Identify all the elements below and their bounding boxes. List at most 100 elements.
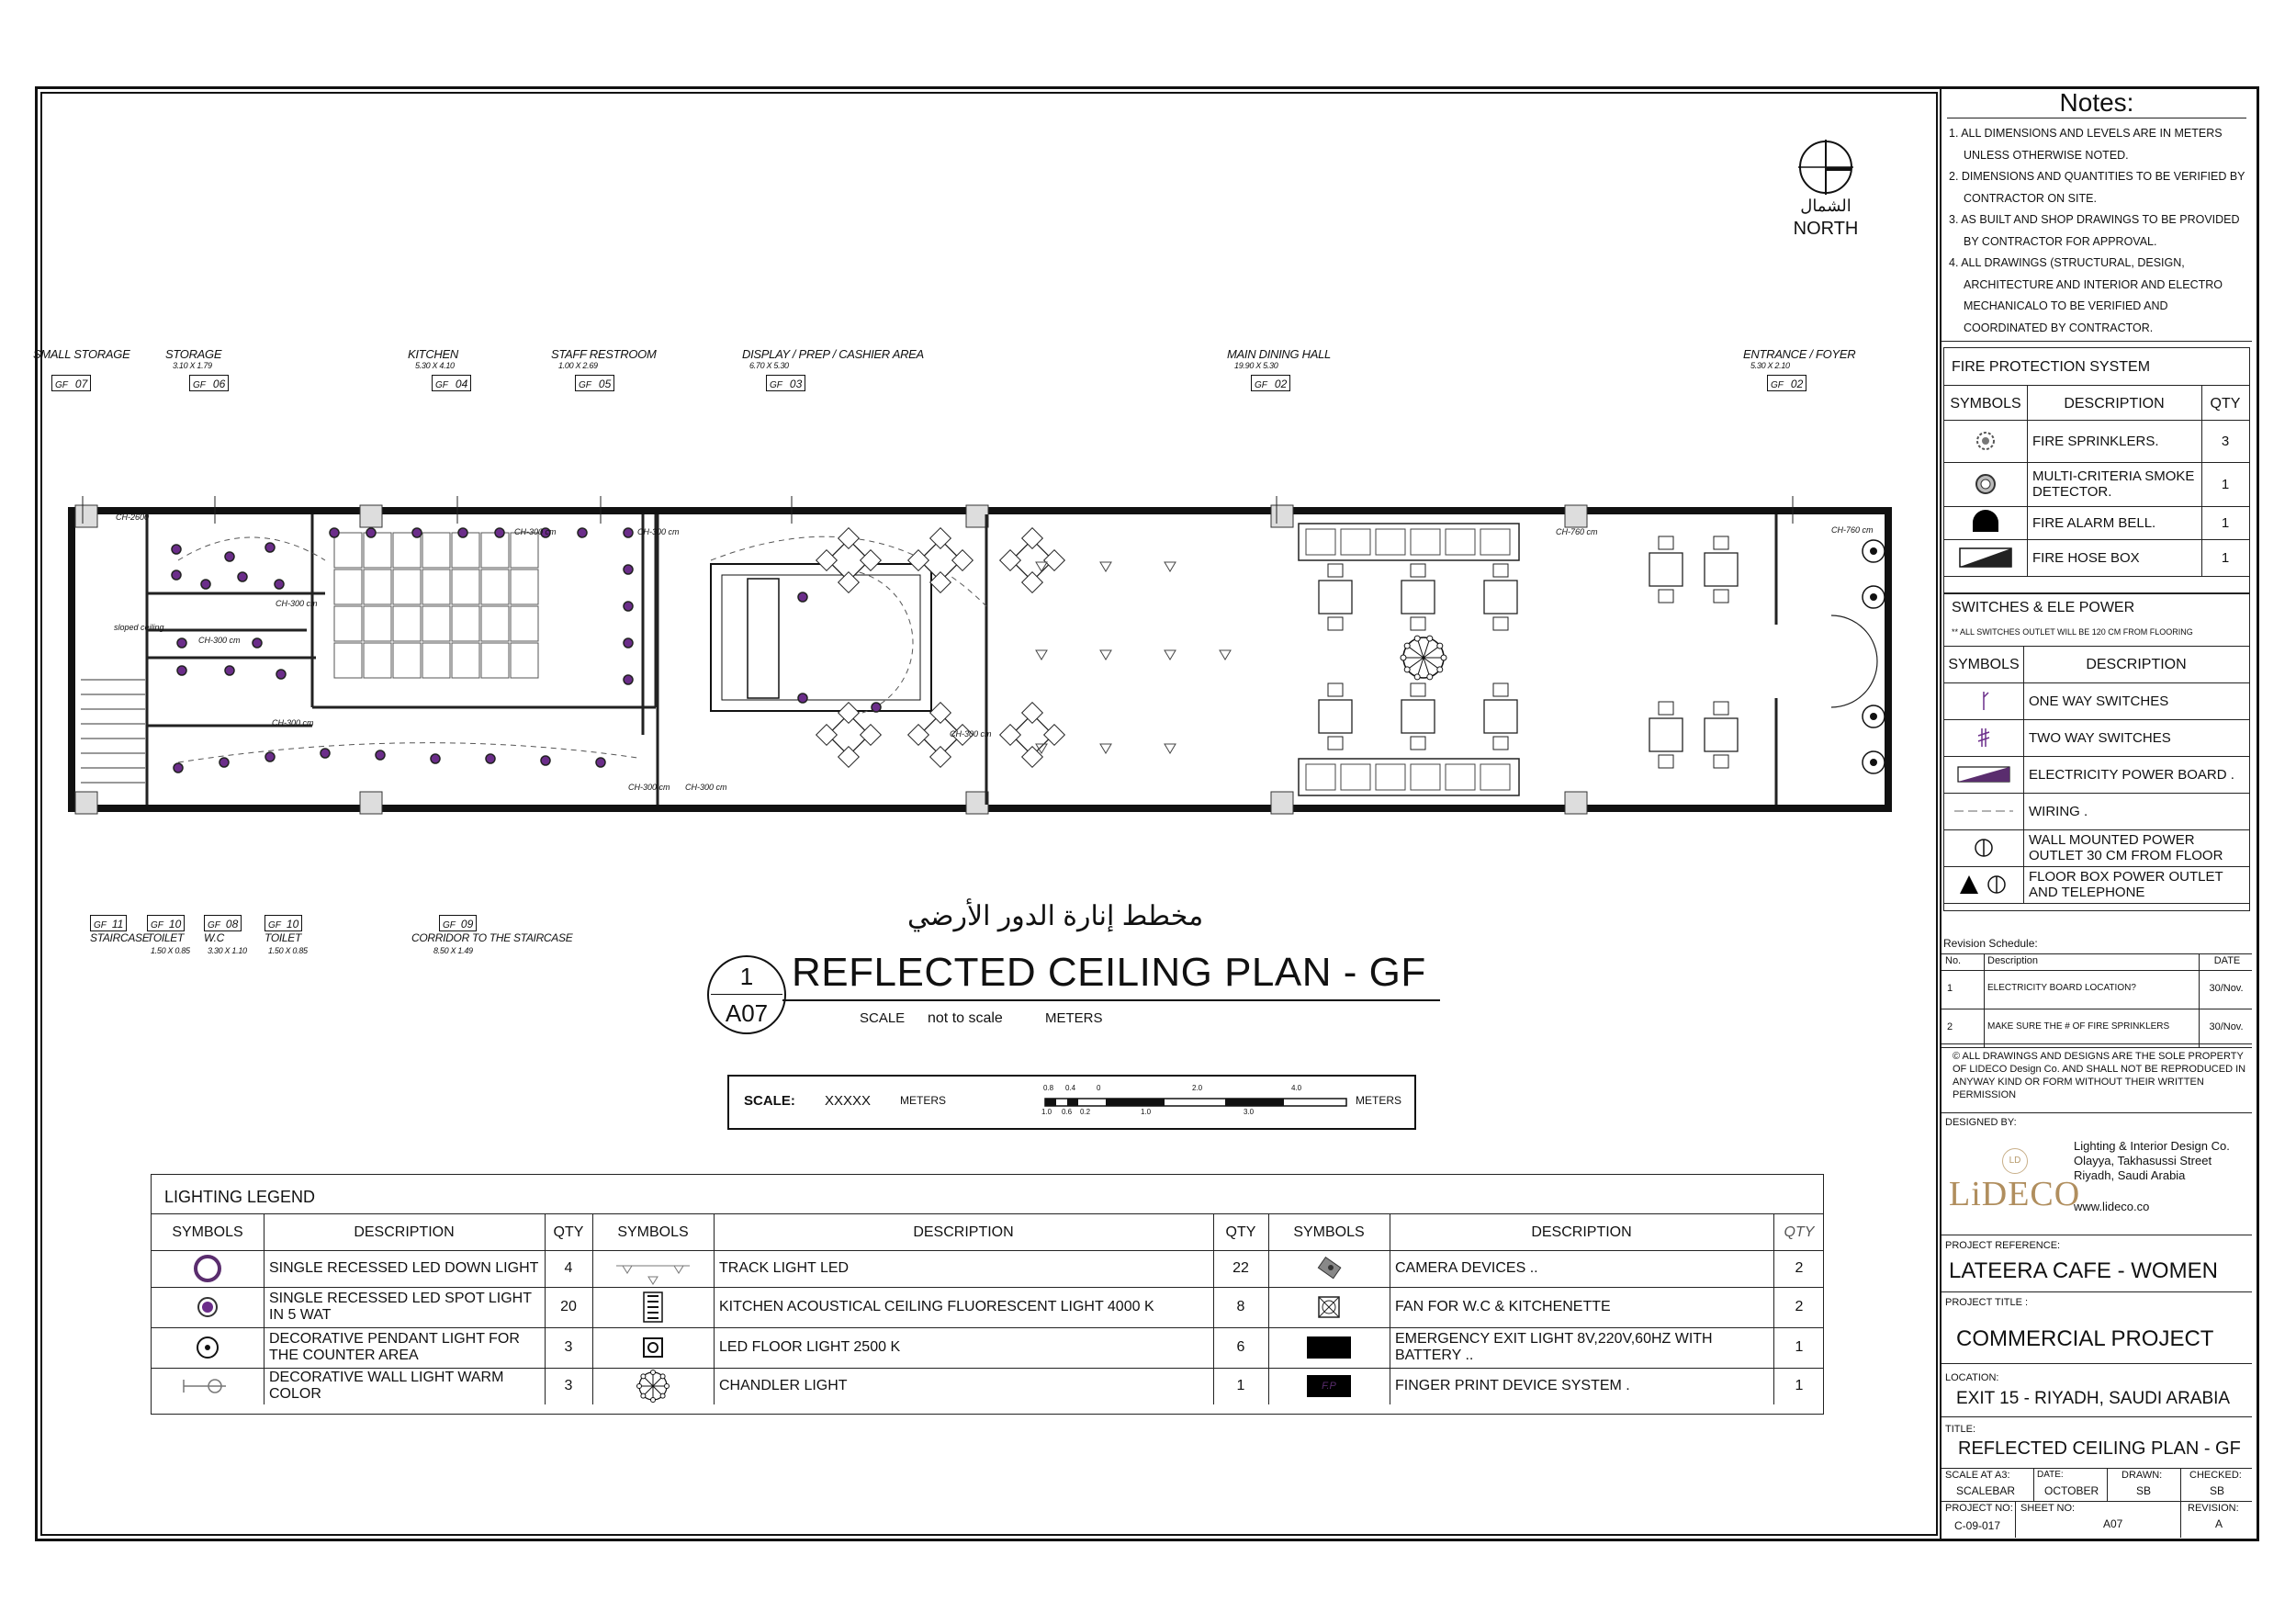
lighting-symbol [592,1250,714,1287]
wiring-path [177,742,638,763]
table-rule [1944,903,2249,904]
floor-light-icon [643,1337,663,1358]
table-rule [152,1287,1823,1288]
revision-no: 2 [1947,1021,1953,1032]
alarm-bell-icon [1973,510,1998,532]
spot-light-icon [274,579,285,590]
ceiling-level: CH-300 cm [637,527,680,536]
title-label: TITLE: [1945,1424,1976,1435]
room-tag-num: 02 [1790,378,1804,390]
spot-light-icon [457,527,468,538]
lighting-symbol [152,1327,264,1368]
spot-light-icon [430,753,441,764]
loc-label: LOCATION: [1945,1372,1999,1383]
spot-light-icon [329,527,340,538]
note-line: 2. DIMENSIONS AND QUANTITIES TO BE VERIF… [1949,170,2245,183]
spot-light-icon [375,750,386,761]
designer-box: DESIGNED BY: LD LiDECO Lighting & Interi… [1941,1113,2252,1235]
drawing-title: TITLE: REFLECTED CEILING PLAN - GF [1941,1418,2252,1469]
note-line: 3. AS BUILT AND SHOP DRAWINGS TO BE PROV… [1949,213,2240,226]
scalebar-unit: METERS [900,1094,947,1107]
title-value: REFLECTED CEILING PLAN - GF [1958,1438,2241,1459]
spot-light-icon [577,527,588,538]
plan-title-bubble: 1 A07 [707,955,786,1034]
lighting-symbol [592,1327,714,1368]
room-name: TOILET [264,931,301,944]
pendant-light-icon [197,1336,219,1359]
table-rule [1941,953,2252,954]
switch-symbol [1944,793,2023,829]
lighting-qty: 6 [1236,1339,1245,1355]
fan-icon [1318,1296,1340,1318]
fire-qty: 1 [2221,549,2230,566]
room-name: STORAGE [165,347,222,361]
lighting-symbol [1268,1287,1390,1327]
spot-light-icon [411,527,422,538]
room-tag-num: 06 [212,378,226,390]
lighting-header: QTY [1225,1224,1256,1240]
wall [1885,507,1892,812]
spot-light-icon [366,527,377,538]
room-name: CORRIDOR TO THE STAIRCASE [411,931,573,944]
note-line: UNLESS OTHERWISE NOTED. [1964,148,2129,162]
spot-light-icon [540,755,551,766]
lighting-qty: 2 [1795,1260,1804,1276]
scalebar-tick: 0.4 [1065,1084,1076,1092]
ceiling-level: CH-300 cm [276,599,318,608]
ceiling-level: CH-760 cm [1831,525,1874,535]
lighting-desc: KITCHEN ACOUSTICAL CEILING FLUORESCENT L… [719,1299,1154,1314]
scalebar-unit-right: METERS [1356,1094,1402,1107]
scalebar-label: SCALE: [744,1093,795,1109]
spot-light-icon [540,527,551,538]
plan-arabic-title: مخطط إنارة الدور الأرضي [907,901,1204,931]
lighting-symbol [1268,1250,1390,1287]
switch-desc: FLOOR BOX POWER OUTLET AND TELEPHONE [2029,869,2223,900]
table-rule [1944,866,2249,867]
wall [68,507,75,812]
spot-light-icon [264,751,276,762]
lighting-qty: 20 [560,1299,577,1314]
room-dim: 6.70 x 5.30 [749,361,789,370]
column [965,791,989,815]
scalebar-graphic [1044,1098,1347,1107]
note-line: CONTRACTOR ON SITE. [1964,191,2097,205]
switches-section: SWITCHES & ELE POWER ** ALL SWITCHES OUT… [1943,593,2250,911]
note-line: MECHANICALO TO BE VERIFIED AND [1964,299,2168,312]
lighting-qty: 3 [564,1339,573,1355]
spot-light-icon [623,527,634,538]
lighting-symbol [152,1250,264,1287]
room-tag-code: GF [208,920,220,930]
scalebar-tick: 0.2 [1080,1108,1091,1116]
room-dim: 5.30 x 2.10 [1750,361,1790,370]
project-reference: PROJECT REFERENCE: LATEERA CAFE - WOMEN [1941,1236,2252,1292]
table-rule [2023,646,2024,903]
room-tag-code: GF [435,380,448,390]
spot-light-icon [623,637,634,648]
room-tag-code: GF [193,380,206,390]
fire-desc: FIRE SPRINKLERS. [2032,433,2159,449]
switch-desc: ONE WAY SWITCHES [2029,693,2169,709]
fire-symbol [1944,506,2027,539]
rev-label: REVISION: [2188,1503,2239,1514]
fluorescent-light-icon [643,1291,663,1323]
switch-symbol [1944,829,2023,866]
lighting-symbol [592,1287,714,1327]
revision-no: 1 [1947,983,1953,994]
door-swing [1830,660,1878,708]
ceiling-level: CH-300 cm [685,783,727,792]
spot-light-icon [224,551,235,562]
room-name: TOILET [147,931,184,944]
switch-symbol [1944,682,2023,719]
column [1270,504,1294,528]
room-name: ENTRANCE / FOYER [1743,347,1856,361]
scalebar-tick: 0.6 [1062,1108,1073,1116]
one-way-switch-icon [1983,692,1989,710]
